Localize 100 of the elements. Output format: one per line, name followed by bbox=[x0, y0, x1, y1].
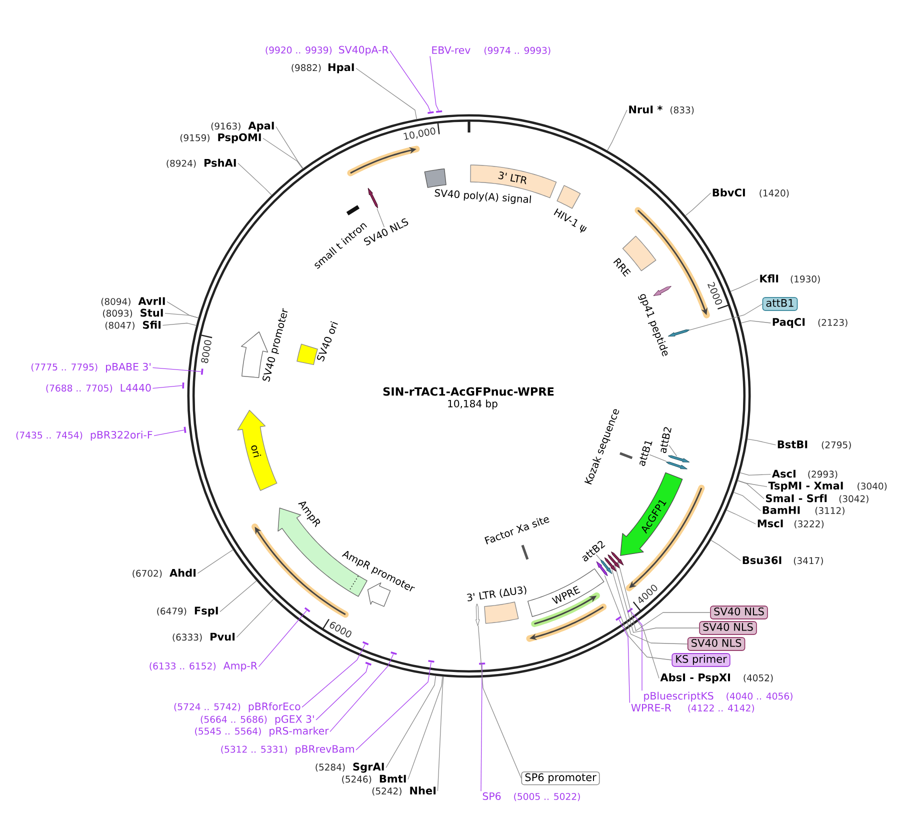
leader-line bbox=[238, 162, 272, 196]
restriction-site-label: (6479) FspI bbox=[157, 606, 218, 617]
leader-line bbox=[649, 454, 667, 462]
primer-label: (6133 .. 6152) Amp-R bbox=[150, 662, 258, 672]
feature-segment bbox=[604, 557, 616, 572]
leader-line bbox=[386, 675, 436, 768]
label-tag: SV40 NLS bbox=[710, 606, 768, 620]
leader-line bbox=[630, 610, 642, 691]
restriction-site-label: BamHI (3112) bbox=[762, 506, 844, 516]
leader-line bbox=[390, 50, 431, 112]
leader-line bbox=[710, 540, 742, 562]
primer-label: (7688 .. 7705) L4440 bbox=[46, 384, 151, 393]
leader-line bbox=[685, 192, 712, 216]
feature-segment bbox=[668, 330, 690, 336]
restriction-site-label: KflI (1930) bbox=[760, 274, 820, 284]
leader-line bbox=[220, 580, 257, 612]
primer-label: WPRE-R (4122 .. 4142) bbox=[631, 704, 754, 713]
primer-label: (5664 .. 5686) pGEX 3' bbox=[200, 715, 314, 725]
leader-line bbox=[356, 68, 418, 120]
leader-line bbox=[164, 312, 199, 318]
restriction-site-label: (8924) PshAI bbox=[166, 158, 236, 168]
primer-mark bbox=[428, 111, 434, 114]
leader-line bbox=[604, 575, 672, 660]
restriction-site-label: (8094) AvrII bbox=[101, 297, 165, 306]
leader-line bbox=[746, 438, 776, 446]
leader-line bbox=[618, 619, 630, 704]
primer-mark bbox=[184, 426, 186, 433]
leader-line bbox=[236, 598, 274, 638]
primer-label: SP6 (5005 .. 5022) bbox=[482, 792, 580, 802]
primer-label: (5312 .. 5331) pBRrevBam bbox=[221, 745, 354, 755]
feature-label: attB2 bbox=[660, 427, 672, 454]
restriction-site-label: (8047) SfiI bbox=[105, 320, 161, 330]
restriction-site-label: (9163) ApaI bbox=[211, 122, 274, 132]
label-tag: SV40 NLS bbox=[699, 621, 757, 635]
leader-line bbox=[152, 367, 202, 372]
restriction-site-label: NruI * (833) bbox=[629, 105, 694, 114]
restriction-site-label: AbsI - PspXI (4052) bbox=[660, 673, 773, 684]
leader-line bbox=[737, 480, 768, 488]
feature-segment bbox=[608, 554, 620, 569]
label-tag: KS primer bbox=[672, 653, 730, 667]
label-tag: attB1 bbox=[762, 297, 798, 311]
leader-line bbox=[152, 385, 182, 389]
plasmid-name: SIN-rTAC1-AcGFPnuc-WPRE bbox=[383, 387, 554, 396]
leader-line bbox=[689, 304, 763, 330]
feature-label: 3' LTR (ΔU3) bbox=[467, 586, 526, 602]
feature-segment bbox=[596, 561, 608, 576]
leader-line bbox=[740, 320, 772, 324]
leader-line bbox=[614, 566, 700, 633]
primer-mark bbox=[304, 607, 310, 612]
primer-mark bbox=[365, 662, 372, 666]
restriction-site-label: (5242) NheI bbox=[372, 786, 436, 796]
leader-line bbox=[316, 664, 368, 720]
primer-label: (7775 .. 7795) pBABE 3' bbox=[31, 362, 150, 373]
restriction-site-label: (9159) PspOMI bbox=[180, 133, 261, 144]
leader-line bbox=[430, 56, 439, 111]
primer-label: (5724 .. 5742) pBRforEco bbox=[174, 702, 300, 712]
leader-line bbox=[408, 676, 443, 780]
primer-mark bbox=[616, 616, 622, 621]
restriction-site-label: AscI (2993) bbox=[772, 470, 838, 479]
feature-label: SV40 promoter bbox=[262, 308, 288, 382]
tick-label: 2000 bbox=[707, 282, 722, 305]
leader-line bbox=[668, 444, 678, 456]
restriction-site-label: (6702) AhdI bbox=[132, 568, 196, 578]
leader-line bbox=[637, 621, 660, 679]
feature-band: ori bbox=[237, 410, 278, 491]
restriction-site-label: (5284) SgrAI bbox=[316, 762, 384, 773]
leader-line bbox=[258, 610, 307, 668]
restriction-site-label: (8093) StuI bbox=[103, 308, 163, 318]
primer-label: (7435 .. 7454) pBR322ori-F bbox=[16, 430, 152, 441]
leader-line bbox=[197, 549, 234, 574]
tick-label: 6000 bbox=[330, 622, 352, 638]
restriction-site-label: TspMI - XmaI (3040) bbox=[768, 482, 887, 492]
leader-line bbox=[733, 492, 762, 512]
restriction-site-label: BstBI (2795) bbox=[778, 440, 851, 450]
feature-segment bbox=[666, 462, 688, 470]
primer-mark bbox=[436, 110, 442, 113]
primer-label: (5545 .. 5564) pRS-marker bbox=[195, 726, 329, 737]
leader-line bbox=[154, 430, 184, 436]
leader-line bbox=[726, 510, 756, 524]
leader-line bbox=[276, 126, 304, 169]
restriction-site-label: (6333) PvuI bbox=[172, 632, 235, 642]
leader-line bbox=[162, 322, 197, 326]
leader-line bbox=[618, 562, 710, 632]
restriction-site-label: MscI (3222) bbox=[758, 520, 824, 528]
feature-segment bbox=[611, 552, 624, 566]
leader-line bbox=[302, 644, 366, 708]
leader-line bbox=[737, 480, 764, 500]
tick-label: 10,000 bbox=[404, 128, 436, 140]
leader-line bbox=[730, 278, 758, 292]
feature-label: Factor Xa site bbox=[484, 517, 550, 544]
feature-segment bbox=[476, 604, 480, 626]
primer-mark bbox=[200, 368, 204, 375]
restriction-site-label: Bsu36I (3417) bbox=[742, 556, 823, 566]
feature-label: SV40 ori bbox=[317, 321, 338, 362]
restriction-site-label: BbvCI (1420) bbox=[712, 188, 789, 198]
feature-segment bbox=[668, 455, 690, 462]
primer-mark bbox=[626, 608, 633, 613]
restriction-site-label: (9882) HpaI bbox=[292, 63, 354, 74]
restriction-site-label: PaqCI (2123) bbox=[772, 318, 848, 328]
primer-label: EBV-rev (9974 .. 9993) bbox=[432, 46, 550, 56]
